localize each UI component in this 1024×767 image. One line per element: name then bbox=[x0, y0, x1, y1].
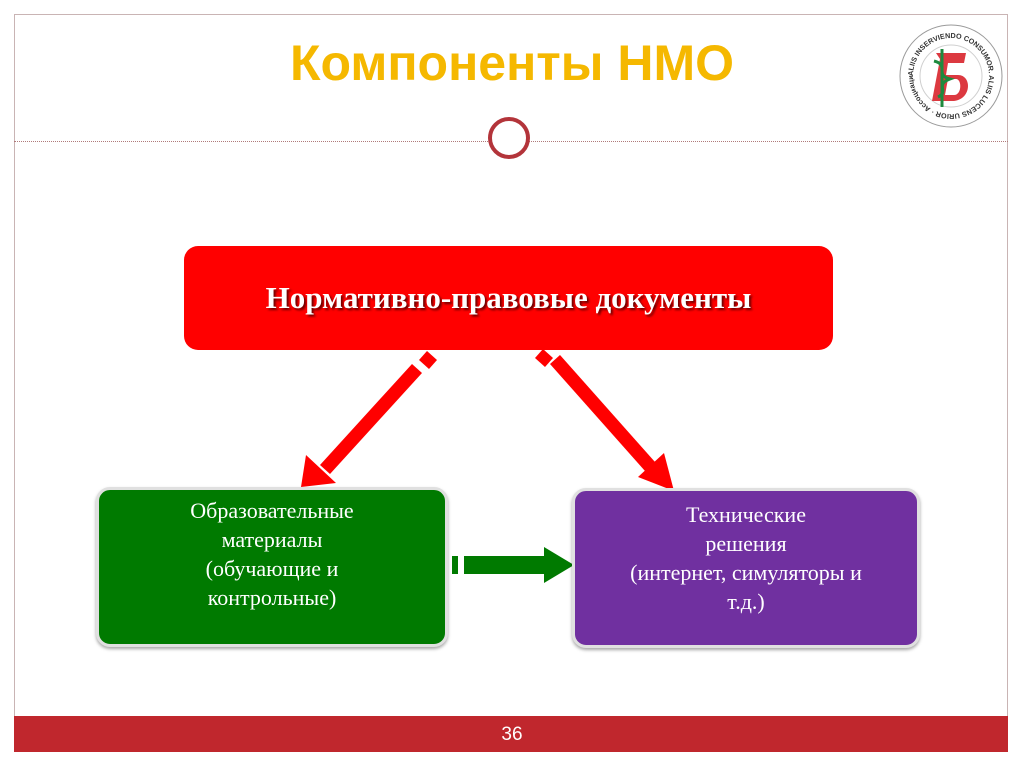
technical-solutions-line: т.д.) bbox=[727, 589, 765, 614]
regulatory-documents-box: Нормативно-правовые документы bbox=[184, 246, 833, 350]
educational-materials-line: контрольные) bbox=[207, 585, 337, 610]
association-logo-icon: ALIIS INSERVIENDO CONSUMOR. ALIIS LUCENS… bbox=[898, 23, 1003, 128]
technical-solutions-line: (интернет, симуляторы и bbox=[630, 560, 862, 585]
slide-title: Компоненты НМО bbox=[289, 35, 735, 91]
educational-materials-line: Образовательные bbox=[190, 498, 354, 523]
arrow-to-educational-materials bbox=[301, 351, 437, 487]
page-number: 36 bbox=[501, 724, 523, 745]
technical-solutions-box: Технические решения (интернет, симулятор… bbox=[572, 488, 920, 648]
educational-materials-line: материалы bbox=[221, 527, 323, 552]
decorative-circle bbox=[488, 117, 530, 159]
regulatory-documents-label: Нормативно-правовые документы bbox=[265, 280, 752, 315]
arrow-materials-to-solutions bbox=[452, 547, 574, 583]
educational-materials-line: (обучающие и bbox=[205, 556, 339, 581]
educational-materials-box: Образовательные материалы (обучающие и к… bbox=[96, 487, 448, 647]
technical-solutions-line: Технические bbox=[685, 502, 806, 527]
footer-bar bbox=[14, 716, 1008, 752]
technical-solutions-line: решения bbox=[705, 531, 787, 556]
arrow-to-technical-solutions bbox=[535, 349, 674, 491]
